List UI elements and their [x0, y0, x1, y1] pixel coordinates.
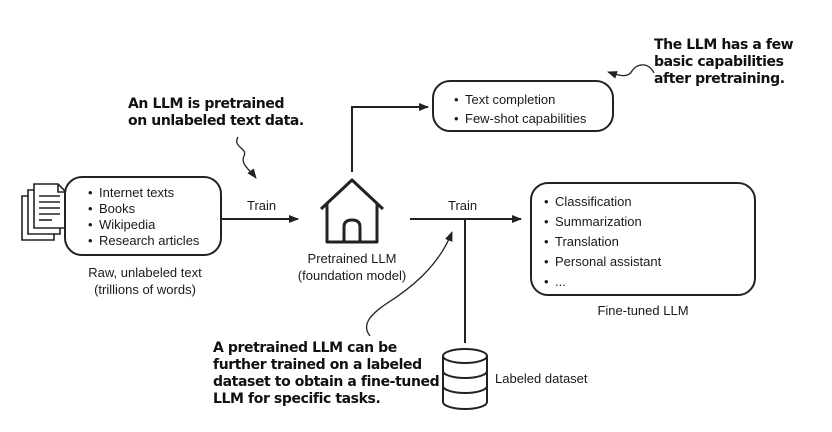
list-item: Classification	[544, 192, 754, 212]
train-label-2: Train	[448, 198, 478, 213]
train-label-1: Train	[247, 198, 277, 213]
pretrain-note-pointer	[236, 136, 257, 179]
database-icon	[442, 348, 488, 410]
capabilities-annotation: The LLM has a few basic capabilities aft…	[654, 37, 794, 87]
finetuned-box: Classification Summarization Translation…	[530, 182, 756, 296]
list-item: Personal assistant	[544, 252, 754, 272]
raw-text-list: Internet texts Books Wikipedia Research …	[88, 185, 220, 249]
document-stack-icon	[21, 183, 67, 241]
pretrained-caption: Pretrained LLM (foundation model)	[297, 251, 407, 283]
list-item: ...	[544, 272, 754, 292]
list-item: Few-shot capabilities	[454, 109, 612, 128]
list-item: Research articles	[88, 233, 220, 249]
list-item: Text completion	[454, 90, 612, 109]
raw-text-box: Internet texts Books Wikipedia Research …	[64, 176, 222, 256]
list-item: Translation	[544, 232, 754, 252]
raw-text-caption: Raw, unlabeled text (trillions of words)	[88, 265, 202, 297]
list-item: Wikipedia	[88, 217, 220, 233]
finetune-annotation: A pretrained LLM can be further trained …	[213, 340, 440, 407]
dataset-label: Labeled dataset	[495, 371, 588, 386]
list-item: Books	[88, 201, 220, 217]
finetuned-list: Classification Summarization Translation…	[544, 192, 754, 292]
pretrain-annotation: An LLM is pretrained on unlabeled text d…	[128, 96, 304, 129]
finetuned-caption: Fine-tuned LLM	[597, 303, 689, 318]
house-icon	[319, 178, 385, 244]
list-item: Internet texts	[88, 185, 220, 201]
list-item: Summarization	[544, 212, 754, 232]
capabilities-box: Text completion Few-shot capabilities	[432, 80, 614, 132]
capabilities-note-pointer	[607, 64, 655, 79]
finetune-note-pointer	[365, 231, 453, 337]
capabilities-arrow	[351, 103, 429, 172]
capabilities-list: Text completion Few-shot capabilities	[454, 90, 612, 128]
